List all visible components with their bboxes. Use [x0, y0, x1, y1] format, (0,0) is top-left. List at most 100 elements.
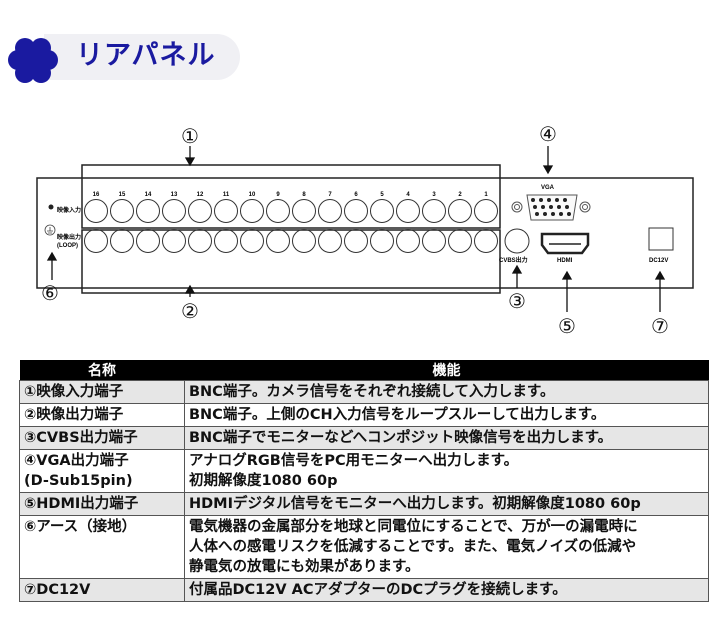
table-row: ④VGA出力端子 (D-Sub15pin) アナログRGB信号をPC用モニターへ出力… [19, 449, 709, 493]
bnc-output-port [474, 229, 498, 253]
terminal-name: ⑦DC12V [19, 578, 185, 602]
vga-pin [549, 205, 553, 209]
port-number: 7 [328, 192, 332, 198]
terminal-name: ④VGA出力端子 (D-Sub15pin) [19, 449, 185, 493]
hdmi-label: HDMI [557, 258, 573, 264]
port-number: 16 [93, 192, 100, 198]
callout-2: ② [181, 301, 199, 323]
port-number: 11 [223, 192, 230, 198]
port-number: 6 [354, 192, 358, 198]
terminal-function: 付属品DC12V ACアダプターのDCプラグを接続します。 [184, 578, 709, 602]
ground-icon [44, 224, 56, 236]
device-outline [36, 177, 694, 289]
bnc-output-port [162, 229, 186, 253]
terminal-name-line: (D-Sub15pin) [24, 473, 133, 489]
terminal-function: アナログRGB信号をPC用モニターへ出力します。初期解像度1080 60p [184, 449, 709, 493]
vga-pin [551, 212, 555, 216]
terminal-name: ③CVBS出力端子 [19, 426, 185, 450]
port-number: 13 [171, 192, 178, 198]
bnc-input-port [162, 199, 186, 223]
vga-pin [547, 198, 551, 202]
bnc-output-port [188, 229, 212, 253]
bnc-output-port [240, 229, 264, 253]
bnc-input-port [396, 199, 420, 223]
output-label: 映像出力 [57, 233, 81, 241]
vga-label: VGA [541, 185, 555, 191]
bnc-output-port [318, 229, 342, 253]
terminal-name: ⑤HDMI出力端子 [19, 492, 185, 516]
bnc-output-port [266, 229, 290, 253]
output-group-box [81, 229, 501, 294]
vga-pin [567, 212, 571, 216]
terminal-name: ⑥アース（接地） [19, 515, 185, 579]
bnc-output-port [292, 229, 316, 253]
port-number: 12 [197, 192, 204, 198]
cvbs-label: CVBS出力 [499, 256, 528, 264]
terminal-function-line: BNC端子でモニターなどへコンポジット映像信号を出力します。 [189, 430, 613, 446]
bnc-input-port [266, 199, 290, 223]
terminal-function-line: 初期解像度1080 60p [189, 473, 338, 489]
vga-pin [559, 212, 563, 216]
bnc-input-port [84, 199, 108, 223]
terminal-name-line: ①映像入力端子 [24, 384, 124, 400]
terminal-function-line: 静電気の放電にも効果があります。 [189, 559, 420, 575]
vga-pin [555, 198, 559, 202]
terminal-function-line: 電気機器の金属部分を地球と同電位にすることで、万が一の漏電時に [189, 519, 638, 535]
table-row: ⑦DC12V 付属品DC12V ACアダプターのDCプラグを接続します。 [19, 578, 709, 602]
terminal-function: BNC端子でモニターなどへコンポジット映像信号を出力します。 [184, 426, 709, 450]
input-label: 映像入力 [57, 206, 81, 214]
bnc-input-port [136, 199, 160, 223]
vga-pin [535, 212, 539, 216]
callout-5: ⑤ [558, 316, 576, 338]
port-number: 5 [380, 192, 384, 198]
table-row: ③CVBS出力端子 BNC端子でモニターなどへコンポジット映像信号を出力します。 [19, 426, 709, 450]
port-number: 1 [484, 192, 488, 198]
terminal-name-line: ⑦DC12V [24, 582, 91, 598]
vga-pin [563, 198, 567, 202]
cvbs-port [504, 228, 530, 254]
section-title: リアパネル [76, 40, 216, 71]
port-number: 9 [276, 192, 280, 198]
terminal-name-line: ④VGA出力端子 [24, 453, 129, 469]
port-number: 2 [458, 192, 462, 198]
bnc-input-port [344, 199, 368, 223]
vga-pin [543, 212, 547, 216]
vga-pin [531, 198, 535, 202]
bnc-input-port [110, 199, 134, 223]
vga-screw-right [579, 201, 591, 213]
input-group-box [81, 164, 501, 229]
terminal-function-line: 人体への感電リスクを低減することです。また、電気ノイズの低減や [189, 539, 637, 555]
vga-screw-left [511, 201, 523, 213]
terminal-name-line: ③CVBS出力端子 [24, 430, 138, 446]
port-number: 15 [119, 192, 126, 198]
terminal-name-line: ②映像出力端子 [24, 407, 124, 423]
bnc-input-port [370, 199, 394, 223]
section-header-bg [44, 34, 240, 80]
terminal-name-line: ⑤HDMI出力端子 [24, 496, 139, 512]
terminal-function: HDMIデジタル信号をモニターへ出力します。初期解像度1080 60p [184, 492, 709, 516]
bnc-input-port [474, 199, 498, 223]
port-number: 4 [406, 192, 410, 198]
callout-4: ④ [539, 124, 557, 146]
callout-7: ⑦ [651, 316, 669, 338]
dc-label: DC12V [649, 258, 668, 264]
vga-pin [533, 205, 537, 209]
port-number: 10 [249, 192, 256, 198]
vga-pin [539, 198, 543, 202]
port-number: 14 [145, 192, 152, 198]
bnc-output-port [84, 229, 108, 253]
terminal-function-line: HDMIデジタル信号をモニターへ出力します。初期解像度1080 60p [189, 496, 641, 512]
terminal-function-line: 付属品DC12V ACアダプターのDCプラグを接続します。 [189, 582, 567, 598]
callout-3: ③ [508, 291, 526, 313]
terminal-function: 電気機器の金属部分を地球と同電位にすることで、万が一の漏電時に人体への感電リスク… [184, 515, 709, 579]
terminal-name: ①映像入力端子 [19, 380, 185, 404]
bnc-output-port [370, 229, 394, 253]
terminal-name-line: ⑥アース（接地） [24, 519, 137, 535]
bnc-input-port [318, 199, 342, 223]
bnc-input-port [214, 199, 238, 223]
callout-6: ⑥ [41, 283, 59, 305]
